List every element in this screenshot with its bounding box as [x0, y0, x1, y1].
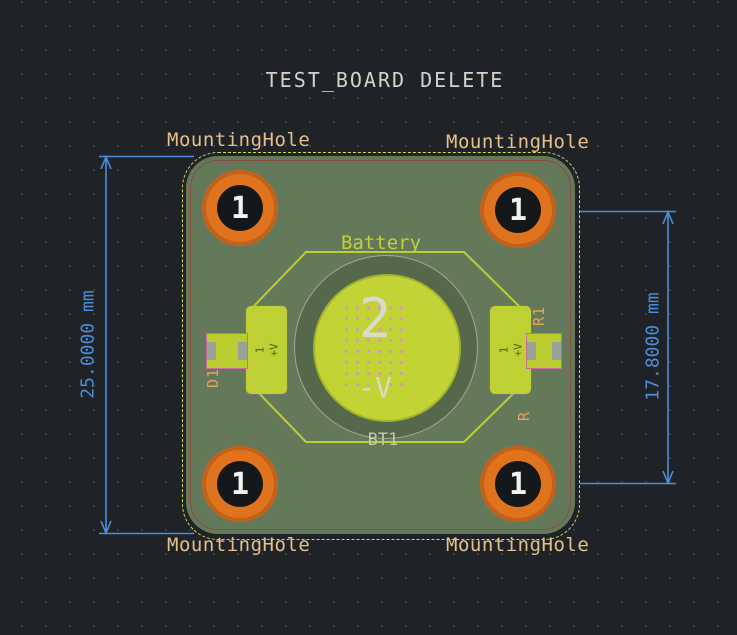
drill-hole [495, 187, 541, 233]
battery-pad-number: 2 [358, 287, 392, 350]
mounting-hole-pad-top-right[interactable]: 1 [480, 172, 556, 248]
pad-number: 1 [230, 466, 250, 502]
drill-hole [217, 461, 263, 507]
r1-pad-right [552, 342, 561, 360]
mounting-hole-label-top-right[interactable]: MountingHole [446, 131, 590, 153]
battery-contact-left[interactable]: 1 +V [246, 306, 287, 394]
d1-ref-label[interactable]: D1 [204, 367, 222, 389]
pad-number: 1 [230, 190, 250, 226]
mounting-hole-pad-top-left[interactable]: 1 [202, 170, 278, 246]
mounting-hole-label-top-left[interactable]: MountingHole [167, 129, 311, 151]
battery-contact-right-text: 1 +V [496, 343, 524, 357]
dimension-text-left[interactable]: 25.0000 mm [77, 290, 99, 399]
battery-contact-left-text: 1 +V [252, 343, 280, 357]
board-edge-cuts [190, 160, 571, 530]
thermal-via-dots [341, 302, 405, 390]
d1-pad-right [238, 342, 247, 360]
mounting-hole-pad-bottom-left[interactable]: 1 [202, 446, 278, 522]
battery-value-label[interactable]: Battery [340, 232, 422, 254]
diode-d1-footprint[interactable] [206, 333, 248, 369]
r1-ref-label[interactable]: R1 [530, 305, 548, 327]
board-courtyard-outline [182, 152, 580, 540]
battery-contact-right[interactable]: 1 +V [490, 306, 531, 394]
dimension-text-right[interactable]: 17.8000 mm [642, 292, 664, 401]
pad-number: 1 [508, 192, 528, 228]
pad-number: 1 [508, 466, 528, 502]
battery-ref-label[interactable]: BT1 [367, 430, 399, 450]
resistor-r1-footprint[interactable] [526, 333, 562, 369]
mounting-hole-pad-bottom-right[interactable]: 1 [480, 446, 556, 522]
drill-hole [495, 461, 541, 507]
battery-net-label: -V [358, 371, 392, 404]
board-title-text[interactable]: TEST_BOARD DELETE [265, 68, 505, 92]
r1-fab-ref-label[interactable]: R [515, 410, 533, 422]
r1-pad-left [527, 342, 536, 360]
d1-pad-left [207, 342, 216, 360]
drill-hole [217, 185, 263, 231]
